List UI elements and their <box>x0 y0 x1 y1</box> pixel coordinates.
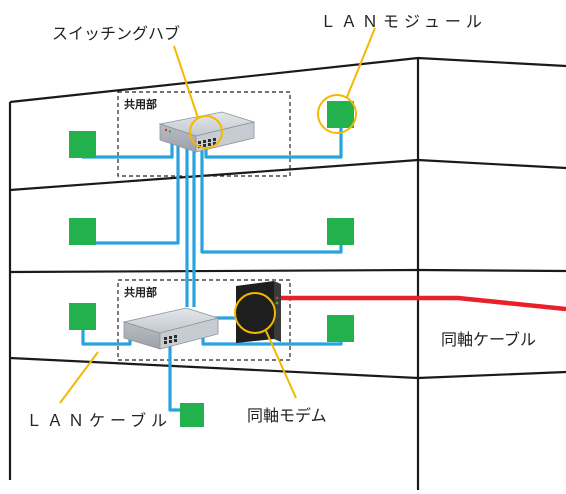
switching-hub-bottom <box>122 307 220 350</box>
callout-line-lan-cable <box>59 351 99 404</box>
floor-line-4 <box>9 356 566 380</box>
switching-hub-top <box>158 111 256 153</box>
lan-module-floor3-left <box>69 303 96 330</box>
lan-cable-floor4 <box>168 338 183 412</box>
shared-area-box-top <box>117 91 291 177</box>
lan-cable-floor1-right <box>204 116 343 159</box>
lan-module-floor1-left <box>69 131 96 158</box>
label-switching-hub: スイッチングハブ <box>52 24 181 43</box>
lan-cable-floor2-right <box>200 144 343 254</box>
floor-line-3 <box>9 268 566 274</box>
lan-module-floor2-left <box>69 218 96 245</box>
lan-cable-floor2-left <box>81 138 180 245</box>
label-coax-cable: 同軸ケーブル <box>441 330 537 349</box>
callout-circle-modem <box>234 292 276 334</box>
lan-cables <box>81 116 343 412</box>
lan-modules <box>69 101 354 427</box>
lan-cable-floor1-left <box>81 138 174 159</box>
callout-line-hub <box>173 45 199 119</box>
lan-module-floor1-right <box>327 101 354 128</box>
callouts <box>59 27 376 404</box>
shared-area-box-bottom <box>117 279 291 361</box>
callout-circle-module <box>317 94 357 134</box>
callout-circle-hub <box>189 115 223 149</box>
lan-module-floor3-right <box>327 315 354 342</box>
building-outline <box>8 56 566 490</box>
label-lan-cable: ＬＡＮケーブル <box>26 411 173 430</box>
lan-module-floor2-right <box>327 218 354 245</box>
callout-line-module <box>346 27 376 98</box>
coax-modem <box>236 281 281 343</box>
callout-line-modem <box>265 330 297 399</box>
roof-edge <box>9 56 566 104</box>
label-shared-area-top: 共用部 <box>124 98 157 111</box>
label-shared-area-bottom: 共用部 <box>124 286 157 299</box>
lan-module-floor4 <box>180 403 204 427</box>
coax-cable-line <box>276 295 566 312</box>
floor-line-2 <box>9 158 566 192</box>
label-coax-modem: 同軸モデム <box>247 406 327 425</box>
label-lan-module: ＬＡＮモジュール <box>320 12 487 31</box>
